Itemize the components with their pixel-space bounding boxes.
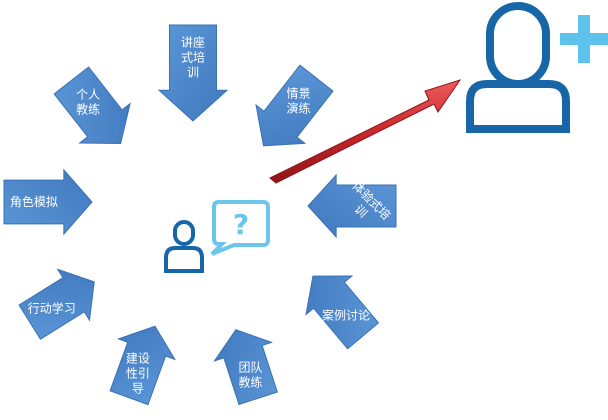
method-label-lecture: 式培 [181, 50, 205, 65]
question-mark: ? [233, 208, 249, 241]
result-person-icon [466, 2, 608, 133]
method-label-constructive: 建设 [126, 351, 150, 365]
method-arrow-action: 行动学习 [18, 268, 95, 340]
arrow-shape [53, 66, 131, 145]
arrow-shape [109, 325, 177, 406]
method-label-role: 角色模拟 [10, 195, 58, 209]
arrow-shape [213, 329, 278, 406]
method-label-constructive: 性引 [126, 366, 150, 380]
arrow-shape [255, 64, 334, 147]
person-outline-icon [466, 2, 570, 133]
method-arrow-case: 案例讨论 [305, 275, 380, 350]
method-label-lecture: 讲座 [181, 35, 205, 50]
method-label-team: 教练 [239, 374, 263, 389]
method-label-scenario: 情景 [286, 87, 310, 101]
red-growth-arrow [269, 79, 462, 184]
arrow-shape [18, 268, 95, 340]
method-label-personal: 教练 [76, 101, 100, 116]
method-label-action: 行动学习 [28, 300, 76, 315]
center-person-icon: ? [164, 200, 270, 273]
method-arrow-role: 角色模拟 [3, 168, 93, 236]
plus-icon [560, 15, 608, 63]
method-label-case: 案例讨论 [322, 308, 370, 323]
arrow-shape [307, 173, 397, 239]
method-label-scenario: 演练 [286, 101, 310, 116]
arrow-shape [3, 168, 93, 236]
arrow-shape [305, 275, 380, 350]
arrow-shape [157, 24, 229, 122]
question-bubble-icon: ? [210, 200, 270, 256]
method-label-lecture: 训 [187, 66, 199, 80]
method-label-personal: 个人 [76, 87, 100, 101]
method-label-team: 团队 [239, 359, 263, 374]
person-outline-icon [164, 220, 204, 273]
method-label-constructive: 导 [132, 381, 144, 395]
